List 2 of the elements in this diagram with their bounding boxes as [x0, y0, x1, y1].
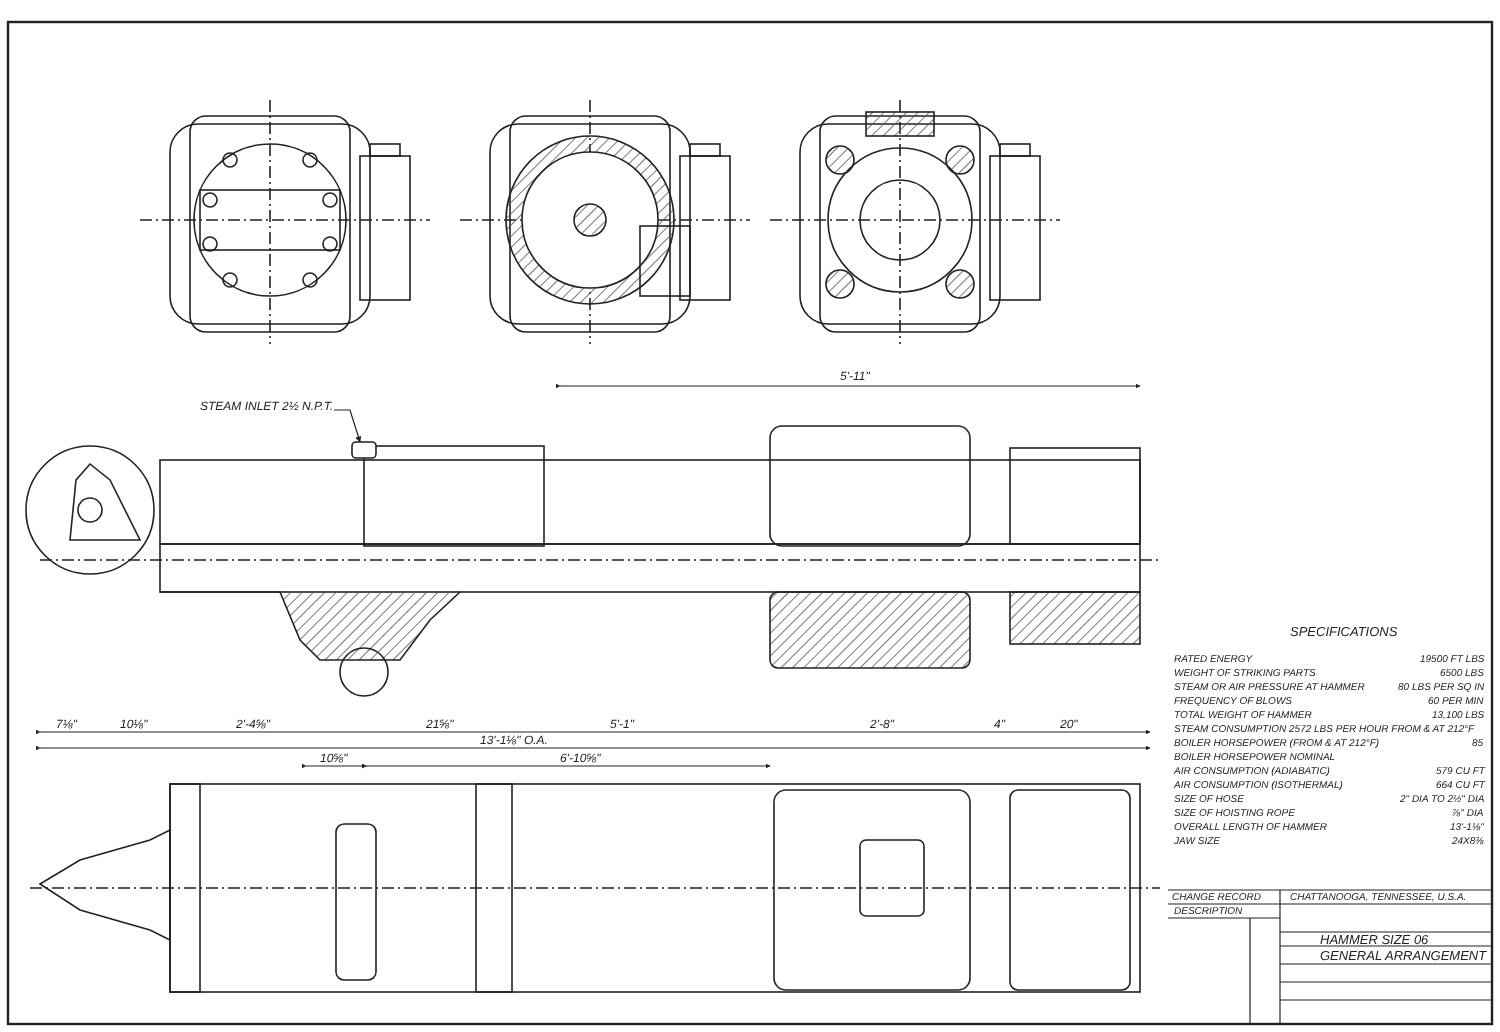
leader-line: [333, 409, 362, 443]
steam-inlet-fitting: [351, 441, 377, 459]
